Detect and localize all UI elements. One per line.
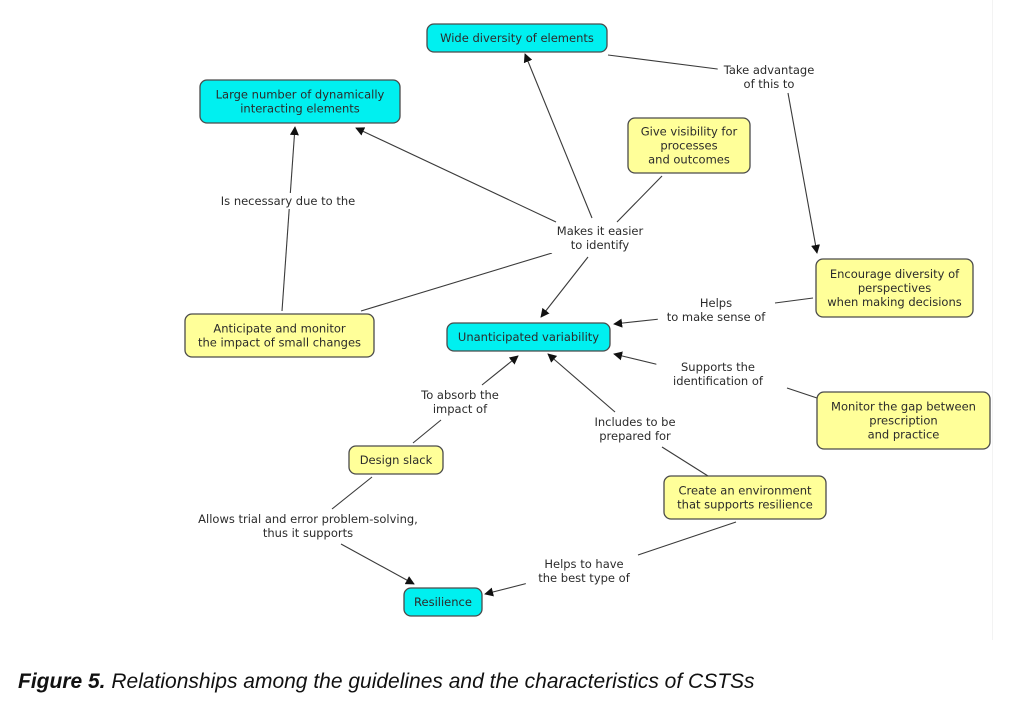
text-line: Anticipate and monitor [213, 322, 346, 336]
connector-edge [607, 54, 734, 72]
arrow-edge [481, 355, 519, 386]
node-box [426, 23, 608, 53]
text-line: Design slack [360, 453, 433, 467]
text-line: prepared for [599, 429, 671, 443]
node-wide-diversity: Wide diversity of elements [426, 23, 608, 53]
link-label-background [657, 295, 775, 325]
connector-edge [616, 175, 663, 223]
text-line: To absorb the [420, 388, 499, 402]
text-line: Take advantage [723, 63, 815, 77]
arrow-edge [613, 318, 661, 328]
node-box [403, 587, 483, 617]
text-line: perspectives [858, 281, 931, 295]
arrow-edge [340, 543, 415, 585]
text-line: Helps to have [544, 557, 623, 571]
text-line: Resilience [414, 595, 472, 609]
text-line: prescription [869, 414, 937, 428]
connector-edge [412, 419, 442, 444]
text-line: Helps [700, 296, 732, 310]
node-box [184, 313, 375, 358]
connector-edge [786, 387, 818, 399]
arrow-edge [547, 353, 616, 413]
text-line: Large number of dynamically [216, 88, 385, 102]
text-line: and outcomes [648, 153, 730, 167]
arrow-edge [540, 256, 589, 318]
text-line: interacting elements [240, 102, 360, 116]
text-line: and practice [868, 428, 940, 442]
text-line: impact of [433, 402, 488, 416]
link-label-background [412, 387, 508, 417]
text-line: the impact of small changes [198, 336, 361, 350]
link-label-background [205, 193, 371, 209]
text-line: the best type of [538, 571, 630, 585]
figure-caption: Figure 5. Relationships among the guidel… [18, 670, 755, 694]
text-line: to make sense of [667, 310, 767, 324]
text-line: of this to [744, 77, 795, 91]
link-label-allows-trial: Allows trial and error problem-solving,t… [170, 511, 446, 541]
node-box [446, 322, 611, 352]
text-line: processes [660, 139, 717, 153]
link-label-is-necessary: Is necessary due to the [205, 193, 371, 209]
text-line: that supports resilience [677, 498, 813, 512]
text-line: when making decisions [827, 295, 961, 309]
text-line: Wide diversity of elements [440, 31, 594, 45]
node-box [348, 445, 444, 475]
connector-edge [360, 252, 553, 312]
text-line: Give visibility for [641, 125, 738, 139]
node-design-slack: Design slack [348, 445, 444, 475]
text-line: thus it supports [263, 526, 353, 540]
text-line: Unanticipated variability [458, 330, 599, 344]
arrow-edge [523, 53, 593, 219]
node-box [815, 258, 974, 318]
text-line: Monitor the gap between [831, 400, 976, 414]
text-line: identification of [673, 374, 764, 388]
connector-edge [661, 446, 709, 477]
connector-edge [774, 297, 814, 304]
text-line: Encourage diversity of [830, 267, 960, 281]
text-line: Create an environment [678, 484, 812, 498]
arrow-edge [787, 92, 820, 254]
text-line: Is necessary due to the [221, 194, 355, 208]
connector-edge [637, 521, 737, 556]
link-label-background [170, 511, 446, 541]
arrow-edge [281, 126, 299, 312]
link-label-background [717, 62, 821, 92]
text-line: Supports the [681, 360, 755, 374]
node-box [199, 79, 401, 124]
node-unanticipated-variability: Unanticipated variability [446, 322, 611, 352]
text-line: Allows trial and error problem-solving, [198, 512, 418, 526]
figure-caption-label: Figure 5. [18, 670, 106, 693]
node-resilience: Resilience [403, 587, 483, 617]
link-label-background [656, 359, 780, 389]
link-label-background [583, 414, 687, 444]
link-label-background [545, 223, 655, 253]
text-line: Makes it easier [557, 224, 644, 238]
text-line: to identify [571, 238, 630, 252]
figure-caption-text: Relationships among the guidelines and t… [105, 670, 755, 693]
node-box [816, 391, 991, 450]
node-box [627, 117, 751, 174]
node-box [663, 475, 827, 520]
text-line: Includes to be [594, 415, 675, 429]
arrow-edge [355, 127, 557, 223]
link-label-background [525, 556, 643, 586]
connector-edge [331, 476, 373, 510]
